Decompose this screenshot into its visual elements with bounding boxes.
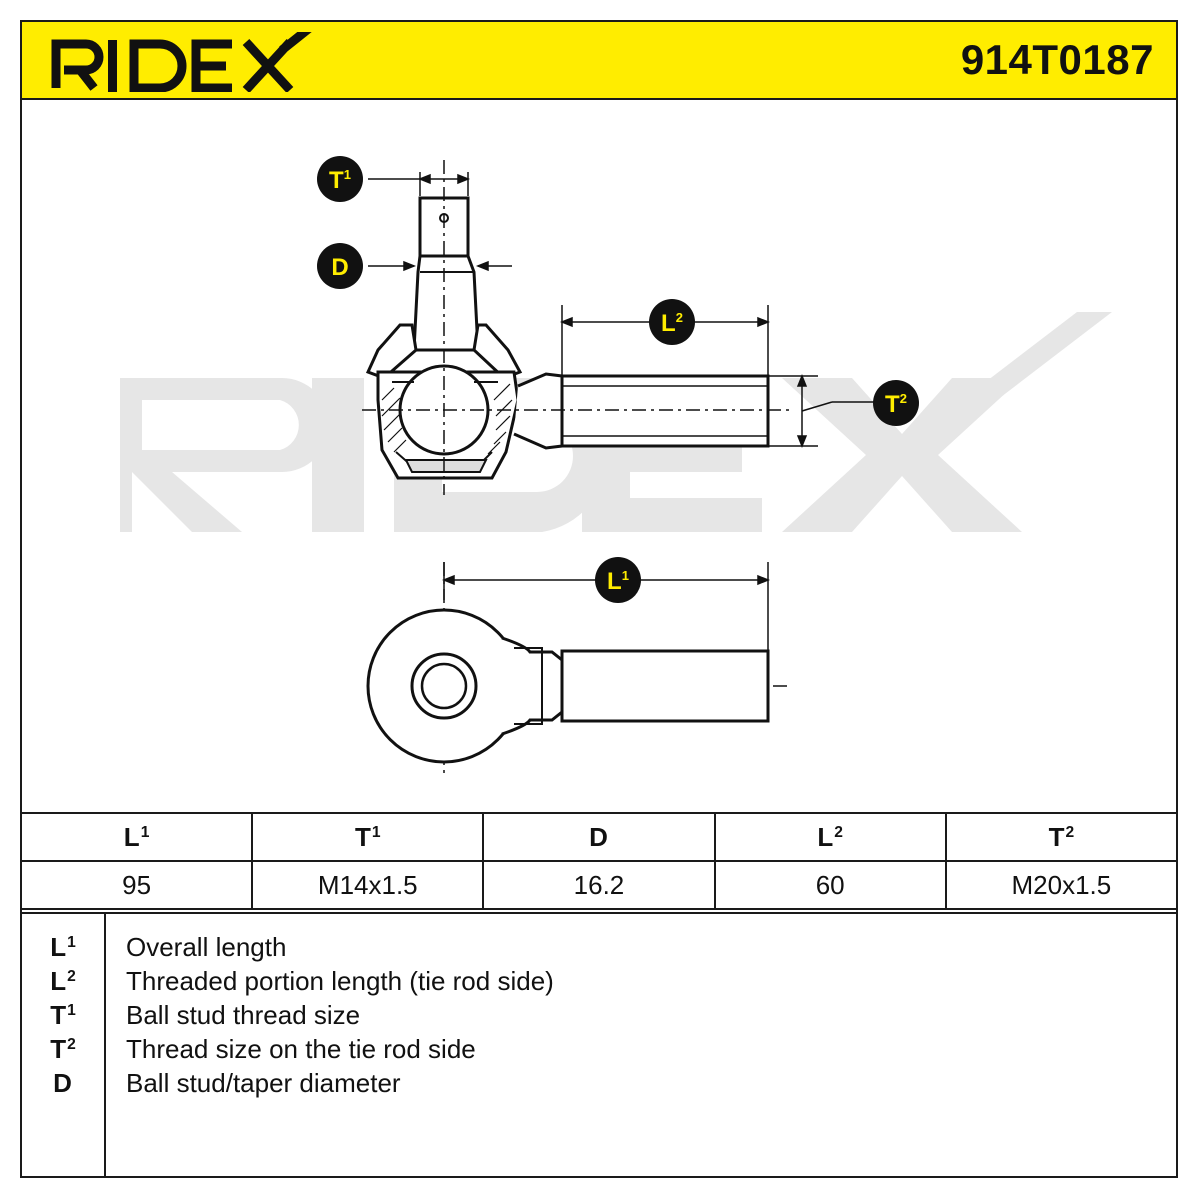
callout-t1-badge: T1 xyxy=(317,156,363,202)
svg-text:T2: T2 xyxy=(885,391,907,418)
legend-divider xyxy=(104,914,106,1176)
legend-key: L1 xyxy=(50,932,76,962)
value-l1: 95 xyxy=(19,860,254,910)
callout-t2-badge: T2 xyxy=(873,380,919,426)
part-number: 914T0187 xyxy=(960,36,1154,83)
side-view xyxy=(365,196,770,480)
legend-item: T2 Thread size on the tie rod side xyxy=(22,1034,1176,1068)
housing-hatch xyxy=(381,383,513,455)
header-l1: L1 xyxy=(19,812,254,862)
value-d: 16.2 xyxy=(482,860,716,910)
legend-key: T1 xyxy=(50,1000,76,1030)
callout-d-badge: D xyxy=(317,243,363,289)
technical-drawing: T1 D L2 T2 L1 xyxy=(120,156,1112,775)
svg-text:D: D xyxy=(331,254,348,281)
svg-text:T1: T1 xyxy=(329,167,351,194)
callout-l2-badge: L2 xyxy=(649,299,695,345)
legend-desc: Ball stud/taper diameter xyxy=(126,1068,401,1098)
header-bar: 914T0187 xyxy=(20,20,1178,100)
callout-l1-badge: L1 xyxy=(595,557,641,603)
svg-text:L2: L2 xyxy=(661,310,683,337)
legend-desc: Thread size on the tie rod side xyxy=(126,1034,476,1064)
specs-header-row: L1 T1 D L2 T2 xyxy=(19,812,1179,862)
legend-item: L2 Threaded portion length (tie rod side… xyxy=(22,966,1176,1000)
legend-key: D xyxy=(53,1068,72,1098)
header-t1: T1 xyxy=(251,812,485,862)
legend-key: L2 xyxy=(50,966,76,996)
legend-item: L1 Overall length xyxy=(22,932,1176,966)
value-t2: M20x1.5 xyxy=(944,860,1179,910)
legend: L1 Overall length L2 Threaded portion le… xyxy=(20,912,1178,1178)
legend-desc: Ball stud thread size xyxy=(126,1000,361,1030)
brand-logo xyxy=(51,32,312,92)
specs-value-row: 95 M14x1.5 16.2 60 M20x1.5 xyxy=(19,860,1179,910)
specs-table: L1 T1 D L2 T2 95 M14x1.5 16.2 60 M20x1.5 xyxy=(19,812,1179,910)
value-t1: M14x1.5 xyxy=(251,860,485,910)
header-t2: T2 xyxy=(944,812,1179,862)
svg-text:L1: L1 xyxy=(607,568,629,595)
legend-item: D Ball stud/taper diameter xyxy=(22,1068,1176,1102)
legend-key: T2 xyxy=(50,1034,76,1064)
header-l2: L2 xyxy=(713,812,947,862)
value-l2: 60 xyxy=(713,860,947,910)
legend-item: T1 Ball stud thread size xyxy=(22,1000,1176,1034)
top-view xyxy=(366,608,770,764)
legend-desc: Threaded portion length (tie rod side) xyxy=(126,966,554,996)
legend-desc: Overall length xyxy=(126,932,287,962)
header-d: D xyxy=(482,812,716,862)
